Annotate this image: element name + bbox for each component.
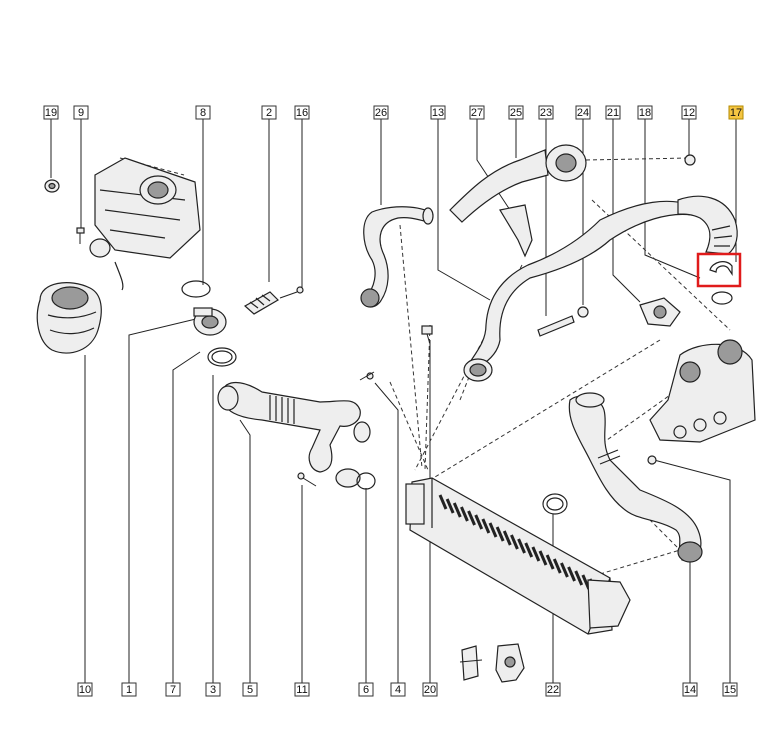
- intercooler-fin: [531, 546, 541, 562]
- callout-15: 15: [724, 684, 736, 696]
- part-24-nut: [577, 306, 589, 318]
- part-15-nut: [647, 455, 657, 465]
- callout-26: 26: [375, 107, 387, 119]
- callout-22: 22: [547, 684, 559, 696]
- intercooler-fin: [474, 514, 484, 530]
- intercooler-fin: [438, 494, 448, 510]
- intercooler-fin: [460, 506, 469, 522]
- part-5-charge-hose: [217, 382, 371, 488]
- part-8-o-ring: [181, 280, 211, 298]
- callout-9: 9: [78, 107, 84, 119]
- intercooler-fin: [488, 522, 498, 538]
- air-filter-housing: [89, 157, 201, 291]
- part-17-gasket: [709, 261, 733, 276]
- part-6-o-ring: [356, 472, 376, 490]
- callout-8: 8: [200, 107, 206, 119]
- callout-19: 19: [45, 107, 57, 119]
- part-9-bolt: [76, 227, 85, 244]
- leader-lines: [50, 119, 737, 316]
- part-12-nut: [684, 154, 696, 166]
- callout-6: 6: [363, 684, 369, 696]
- part-10-inlet-duct: [36, 282, 102, 354]
- callout-10: 10: [79, 684, 91, 696]
- part-14-outlet-hose: [568, 392, 703, 563]
- callout-3: 3: [210, 684, 216, 696]
- callout-18: 18: [639, 107, 651, 119]
- intercooler-fin: [467, 510, 476, 526]
- fastener-detail-icon: [459, 643, 525, 683]
- intercooler-fin: [567, 566, 576, 582]
- callout-7: 7: [170, 684, 176, 696]
- part-13-hose: [463, 200, 693, 382]
- part-16-screw: [279, 286, 304, 299]
- turbo-ring: [711, 291, 733, 305]
- intercooler-fin: [524, 542, 534, 558]
- intercooler-fin: [552, 558, 562, 574]
- part-26-pipe: [360, 206, 434, 308]
- intercooler-fins: [438, 494, 598, 594]
- callout-2: 2: [266, 107, 272, 119]
- callout-4: 4: [395, 684, 401, 696]
- intercooler-fin: [510, 534, 519, 550]
- part-2-sensor: [243, 291, 279, 315]
- callout-5: 5: [247, 684, 253, 696]
- part-11-bolt: [297, 472, 317, 487]
- part-22-clamp: [542, 493, 568, 515]
- intercooler-fin: [560, 562, 569, 578]
- part-3-clamp: [207, 347, 237, 367]
- callout-1: 1: [126, 684, 132, 696]
- intercooler-fin: [481, 518, 491, 534]
- turbocharger: [649, 339, 756, 443]
- intercooler-fin: [545, 554, 555, 570]
- part-25-hose: [449, 144, 587, 223]
- intercooler-fin: [495, 526, 505, 542]
- part-1-throttle-body: [193, 307, 227, 336]
- part-27-bracket: [499, 204, 533, 258]
- part-4-bolt: [359, 371, 375, 381]
- callout-13: 13: [432, 107, 444, 119]
- callout-21: 21: [607, 107, 619, 119]
- callout-24: 24: [577, 107, 589, 119]
- intercooler: [405, 477, 631, 635]
- part-20-bolt: [421, 325, 433, 345]
- callout-27: 27: [471, 107, 483, 119]
- part-17-highlight-frame: [696, 252, 742, 288]
- intercooler-fin: [452, 502, 462, 518]
- callout-20: 20: [424, 684, 436, 696]
- callout-14: 14: [684, 684, 696, 696]
- intercooler-fin: [538, 550, 548, 566]
- callouts-top: 19 9 8 2 16 26 13 27 25 23 24 21 18 12 1…: [43, 105, 744, 120]
- part-23-stud: [537, 315, 575, 337]
- callout-25: 25: [510, 107, 522, 119]
- callout-23: 23: [540, 107, 552, 119]
- intercooler-fin: [517, 538, 526, 554]
- callout-11: 11: [296, 684, 307, 696]
- intercooler-fin: [574, 570, 584, 586]
- part-21-actuator: [639, 297, 681, 327]
- callouts-bottom: 10 1 7 3 5 11 6 4 20 22 14 15: [77, 682, 738, 697]
- part-19-washer: [44, 179, 60, 193]
- part-18-hose: [677, 195, 738, 255]
- callout-12: 12: [683, 107, 695, 119]
- callout-17-highlight: [728, 105, 744, 120]
- intercooler-fin: [502, 530, 512, 546]
- callout-17: 17: [730, 107, 742, 119]
- intercooler-fin: [445, 498, 455, 514]
- callout-16: 16: [296, 107, 308, 119]
